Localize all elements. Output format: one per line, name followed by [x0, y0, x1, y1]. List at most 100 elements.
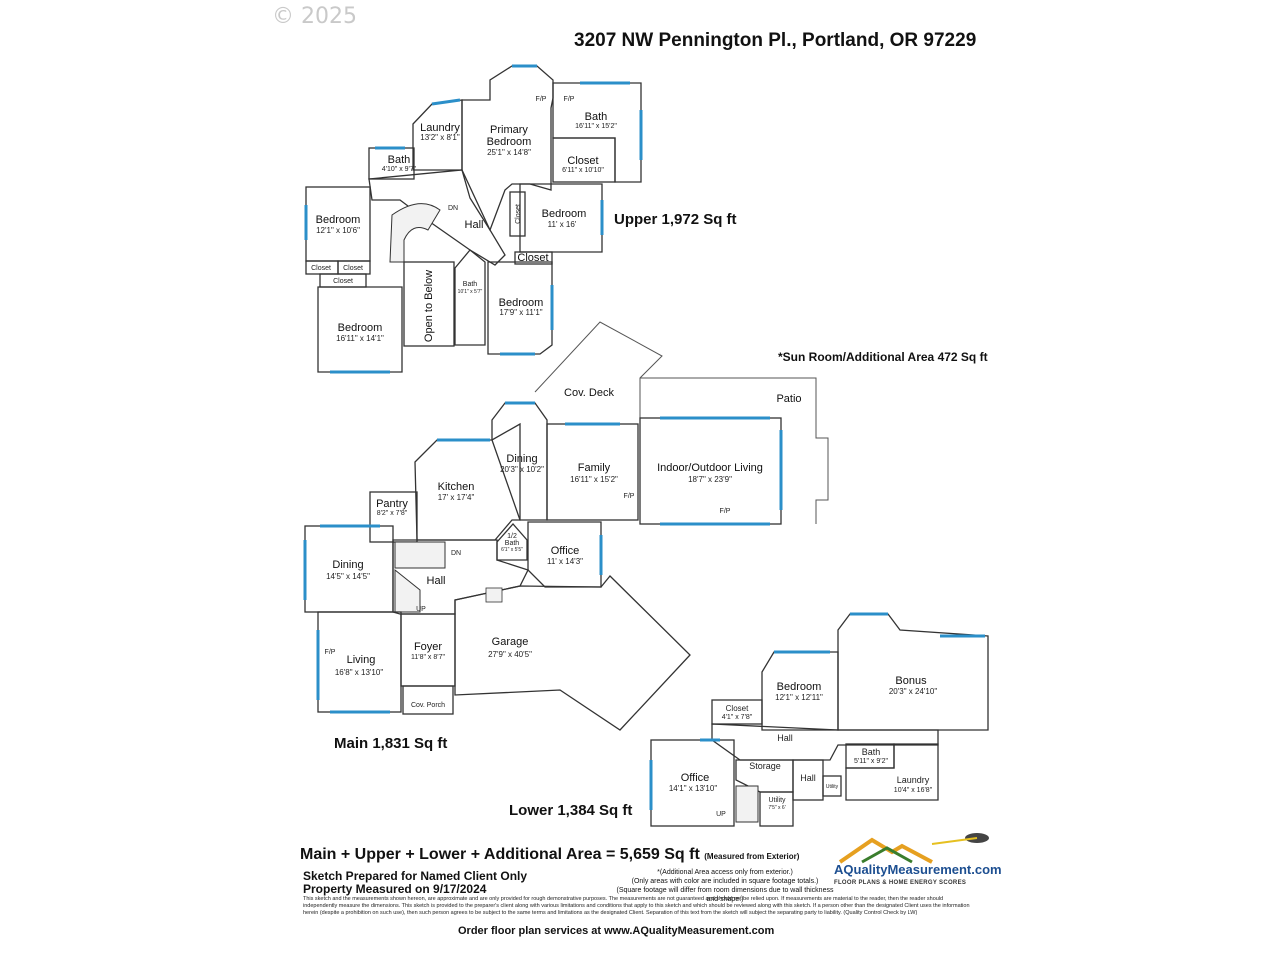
- upper-open-to-below-label: Open to Below: [423, 270, 435, 342]
- sketch-line-1: Sketch Prepared for Named Client Only: [303, 869, 528, 883]
- main-fp-indoor: F/P: [720, 508, 731, 515]
- upper-closet-vertical-label: Closet: [515, 204, 522, 224]
- main-cov-deck-label: Cov. Deck: [564, 387, 614, 399]
- upper-closet-c-label: Closet: [333, 278, 353, 285]
- upper-laundry-label: Laundry: [420, 122, 460, 134]
- lower-hall: [711, 723, 939, 761]
- company-logo-icon: [838, 833, 989, 864]
- total-area-note: (Measured from Exterior): [704, 852, 800, 861]
- total-area-text: Main + Upper + Lower + Additional Area =…: [300, 846, 700, 863]
- upper-bath-mid-dim: 10'1" x 5'7": [458, 289, 483, 295]
- lower-floor-area: Lower 1,384 Sq ft: [509, 802, 633, 819]
- main-fp-family: F/P: [624, 493, 635, 500]
- main-stair-down: [394, 568, 421, 613]
- lower-up-label: UP: [716, 811, 726, 818]
- sketch-line-2: Property Measured on 9/17/2024: [303, 882, 487, 896]
- upper-small-bath-dim: 4'10" x 9'7": [382, 166, 417, 173]
- legal-disclaimer: This sketch and the measurements shown h…: [303, 896, 970, 916]
- lower-laundry-dim: 10'4" x 16'8": [894, 787, 933, 794]
- upper-primary-closet-label: Closet: [567, 155, 598, 167]
- upper-bath-mid: [454, 249, 486, 346]
- main-office-dim: 11' x 14'3": [547, 557, 583, 566]
- note-2: (Only areas with color are included in s…: [631, 878, 819, 885]
- order-link[interactable]: Order floor plan services at www.AQualit…: [458, 925, 775, 937]
- upper-bedroom-sw: [317, 286, 403, 373]
- upper-bedroom-east-label: Bedroom: [542, 208, 587, 220]
- lower-storage-label: Storage: [749, 761, 781, 771]
- lower-laundry-room: [845, 743, 939, 801]
- lower-bonus-room: [837, 613, 989, 731]
- lower-utility-label: Utility: [768, 797, 786, 804]
- main-up-label: UP: [416, 606, 426, 613]
- upper-open-to-below: [403, 261, 455, 347]
- upper-primary-bath-label: Bath: [585, 111, 608, 123]
- main-indoor-outdoor-label: Indoor/Outdoor Living: [657, 462, 763, 474]
- upper-closet-d-label: Closet: [517, 252, 548, 264]
- main-half-bath-dim: 6'1" x 5'5": [501, 547, 523, 553]
- upper-hall-label: Hall: [465, 219, 484, 231]
- upper-primary-bedroom-dim: 25'1" x 14'8": [487, 148, 531, 157]
- main-dining-north-dim: 20'3" x 10'2": [500, 465, 544, 474]
- upper-bedroom-south: [487, 261, 553, 355]
- lower-bedroom-dim: 12'1" x 12'11": [775, 693, 823, 702]
- main-fp-living: F/P: [325, 649, 336, 656]
- main-half-bath-label-1: 1/2: [507, 533, 517, 540]
- upper-dn-label: DN: [448, 205, 458, 212]
- upper-closet-a-label: Closet: [311, 265, 331, 272]
- lower-office-dim: 14'1" x 13'10": [669, 784, 717, 793]
- main-dining-west-label: Dining: [332, 559, 363, 571]
- upper-closet-b-label: Closet: [343, 265, 363, 272]
- main-staircase: [394, 541, 446, 569]
- main-patio-outline: [640, 377, 829, 524]
- main-covered-deck-outline: [534, 321, 663, 420]
- upper-bedroom-sw-dim: 16'11" x 14'1": [336, 334, 384, 343]
- main-floor-area: Main 1,831 Sq ft: [334, 735, 448, 752]
- lower-bonus-dim: 20'3" x 24'10": [889, 687, 937, 696]
- lower-bedroom-label: Bedroom: [777, 681, 822, 693]
- upper-primary-bath-dim: 16'11" x 15'2": [575, 123, 617, 130]
- main-dn-label: DN: [451, 550, 461, 557]
- copyright-watermark: © 2025: [272, 4, 357, 29]
- lower-hall-a-label: Hall: [777, 733, 793, 743]
- upper-small-bath-label: Bath: [388, 154, 411, 166]
- upper-windows: [304, 64, 643, 374]
- upper-closet-d: [514, 251, 553, 265]
- upper-bedroom-sw-label: Bedroom: [338, 322, 383, 334]
- main-living-dim: 16'8" x 13'10": [335, 668, 383, 677]
- main-pantry-dim: 8'2" x 7'8": [377, 510, 408, 517]
- main-dining-west-dim: 14'5" x 14'5": [326, 572, 370, 581]
- lower-utility-dim: 7'5" x 6': [768, 805, 785, 811]
- main-dining-north-label: Dining: [506, 453, 537, 465]
- upper-bedroom-south-label: Bedroom: [499, 297, 544, 309]
- main-kitchen-dim: 17' x 17'4": [438, 493, 475, 502]
- main-garage-steps: [485, 587, 503, 603]
- note-1: *(Additional Area access only from exter…: [657, 869, 793, 876]
- upper-bedroom-west-dim: 12'1" x 10'6": [316, 226, 360, 235]
- upper-floor-area: Upper 1,972 Sq ft: [614, 211, 737, 228]
- lower-utility: [759, 791, 794, 827]
- lower-utility-small: [822, 775, 842, 797]
- main-office-label: Office: [551, 545, 580, 557]
- main-hall-label: Hall: [427, 575, 446, 587]
- upper-primary-bedroom: [461, 65, 554, 232]
- lower-office-label: Office: [681, 772, 710, 784]
- main-cov-porch-label: Cov. Porch: [411, 702, 445, 709]
- sun-room-note: *Sun Room/Additional Area 472 Sq ft: [778, 350, 988, 364]
- main-kitchen-label: Kitchen: [438, 481, 475, 493]
- upper-fp-b: F/P: [564, 96, 575, 103]
- total-area: Main + Upper + Lower + Additional Area =…: [300, 846, 799, 864]
- room-labels: Laundry 13'2" x 8'1" Primary Bedroom 25'…: [311, 96, 937, 818]
- upper-bedroom-south-dim: 17'9" x 11'1": [499, 308, 542, 317]
- lower-bath-label: Bath: [862, 747, 881, 757]
- upper-primary-bedroom-label-2: Bedroom: [487, 136, 532, 148]
- upper-bedroom-east-dim: 11' x 16': [548, 220, 577, 229]
- upper-floor-plan: [304, 64, 643, 374]
- lower-closet: [711, 699, 763, 725]
- upper-bath-mid-label: Bath: [463, 281, 478, 288]
- lower-closet-dim: 4'1" x 7'8": [722, 714, 753, 721]
- main-pantry-label: Pantry: [376, 498, 408, 510]
- upper-fp-a: F/P: [536, 96, 547, 103]
- main-foyer-label: Foyer: [414, 641, 442, 653]
- lower-utility-small-label: Utility: [826, 784, 839, 790]
- upper-closet-vertical: [509, 191, 526, 237]
